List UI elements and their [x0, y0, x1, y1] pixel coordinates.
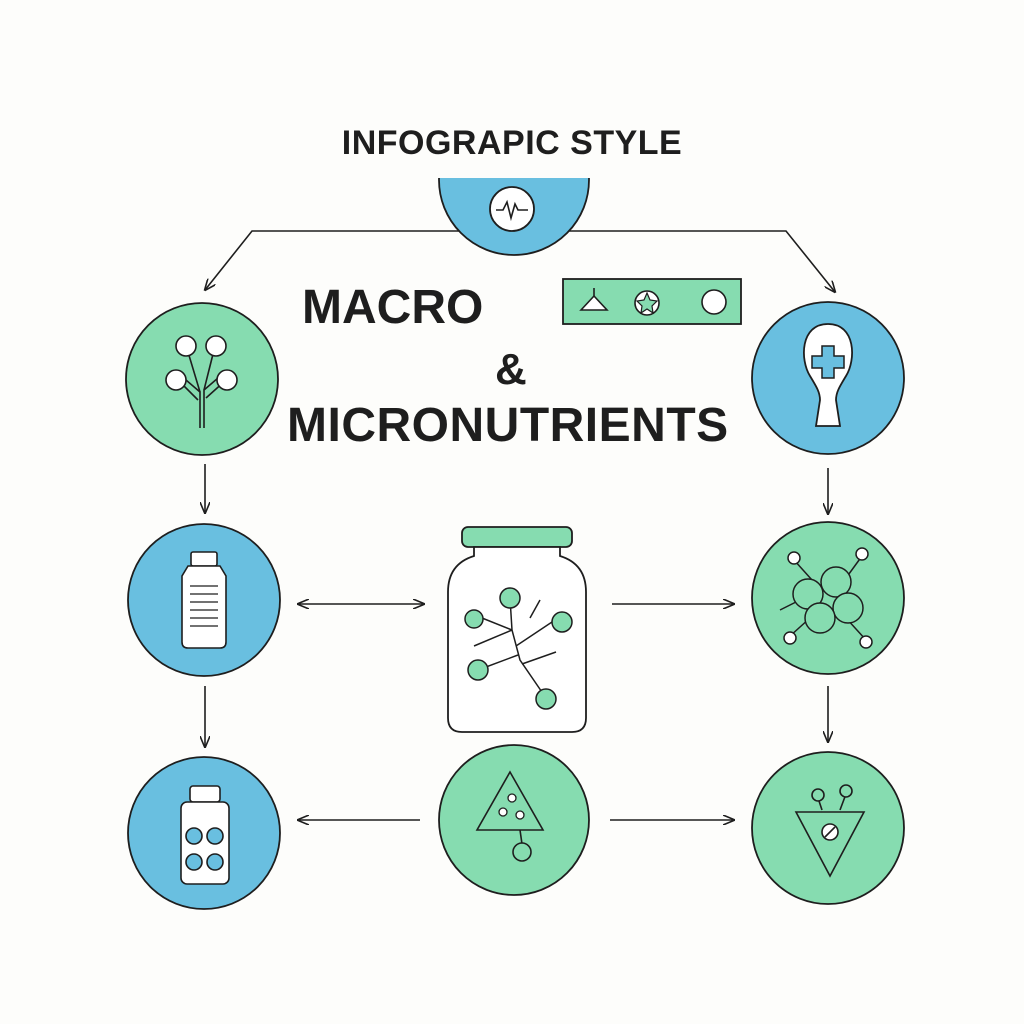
top-node	[438, 178, 590, 256]
main-title-micronutrients: MICRONUTRIENTS	[287, 399, 729, 452]
medical-cross-keyhole-icon	[803, 323, 853, 427]
arrow-top-to-left	[205, 230, 480, 290]
heartbeat-icon	[489, 186, 535, 232]
main-title-macro: MACRO	[302, 281, 484, 334]
plant-sprout-icon	[165, 335, 238, 428]
cone-icon	[579, 288, 609, 311]
triangle-nutrient-icon	[475, 770, 545, 862]
node-medicine-bottle	[127, 523, 281, 677]
pill-bottle-icon	[180, 785, 230, 885]
jar-with-branch-icon	[447, 526, 587, 733]
star-circle-icon	[634, 290, 660, 316]
node-triangle	[438, 744, 590, 896]
arrow-top-to-right	[548, 230, 835, 292]
medicine-bottle-icon	[181, 551, 227, 649]
node-pill-bottle	[127, 756, 281, 910]
node-molecule	[751, 521, 905, 675]
header-title: INFOGRAPIC STYLE	[341, 124, 683, 162]
circle-icon	[701, 289, 727, 315]
node-plant	[125, 302, 279, 456]
connector-arrows	[205, 230, 835, 820]
inverted-triangle-icon	[794, 784, 866, 878]
molecule-cluster-icon	[779, 547, 873, 649]
main-title-ampersand: &	[495, 345, 527, 394]
node-inverted-triangle	[751, 751, 905, 905]
node-jar	[447, 526, 587, 733]
node-medical	[751, 301, 905, 455]
legend-strip	[562, 278, 742, 325]
